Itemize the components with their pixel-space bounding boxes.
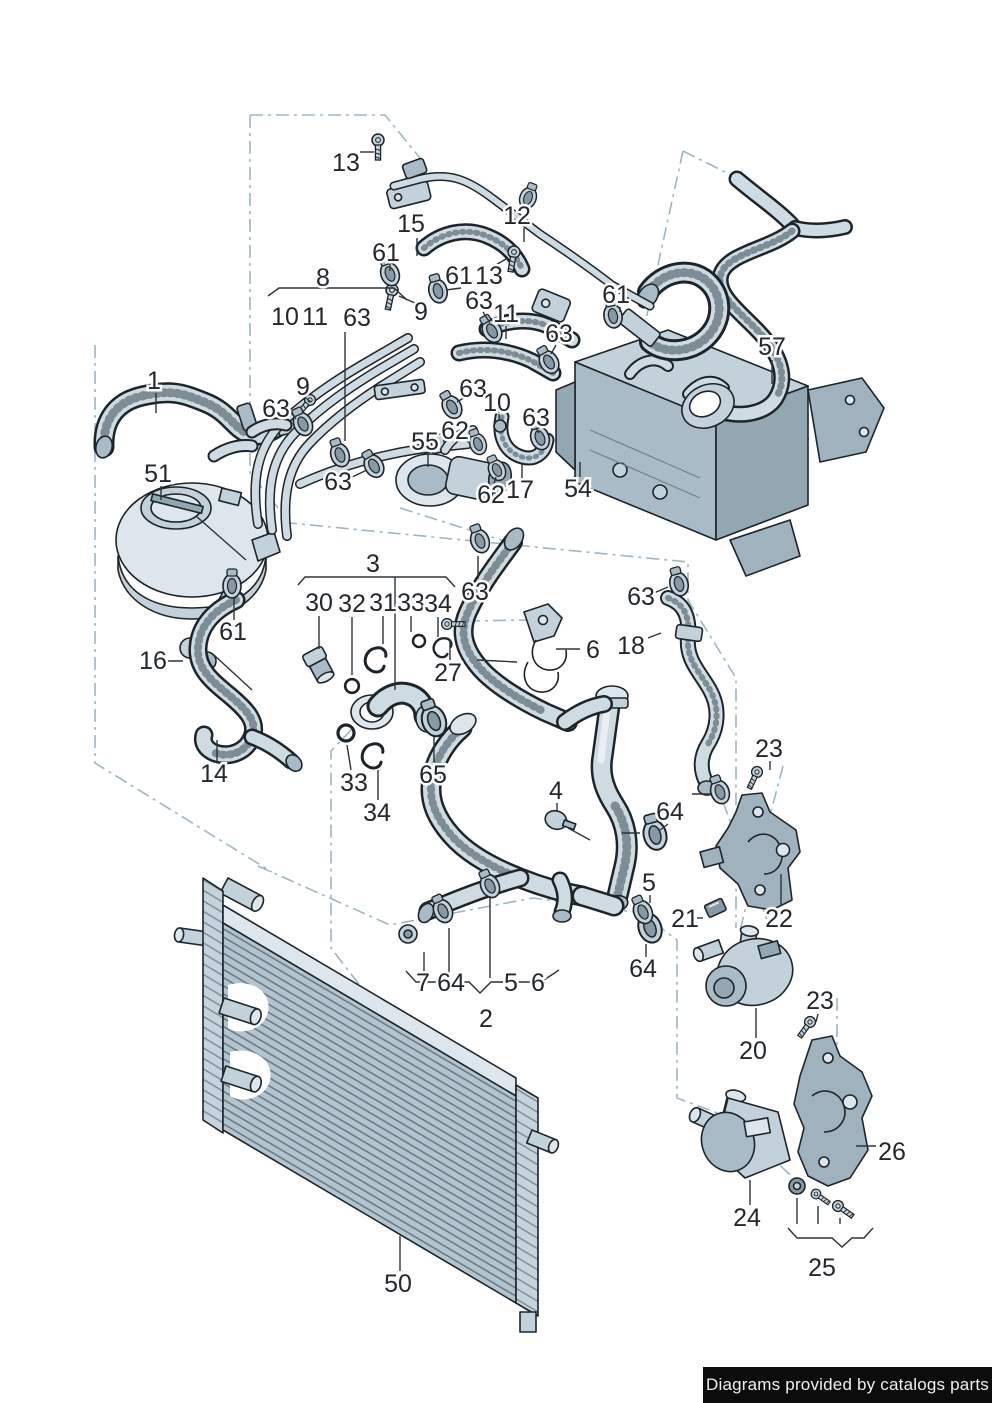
part-label-15-1: 15: [397, 210, 425, 238]
part-label-6-56: 6: [531, 969, 545, 997]
radiator-illustration: [173, 877, 560, 1333]
part-label-62-22: 62: [441, 417, 469, 445]
mounting-bracket-22-illustration: [699, 792, 801, 911]
part-label-7-53: 7: [416, 969, 430, 997]
part-label-31-34: 31: [369, 589, 397, 617]
part-label-2-57: 2: [479, 1005, 493, 1033]
part-label-5-49: 5: [642, 869, 656, 897]
part-label-16-38: 16: [139, 647, 167, 675]
hose-15-illustration: [415, 223, 531, 278]
hose-18-illustration: [660, 590, 734, 808]
part-label-61-4: 61: [445, 262, 473, 290]
part-label-11-13: 11: [493, 300, 519, 328]
retainer-bracket-6-illustration: [476, 603, 568, 693]
part-label-11-9: 11: [302, 303, 328, 331]
engine-block-illustration: [555, 329, 885, 577]
part-label-10-20: 10: [483, 389, 511, 417]
part-label-61-3: 61: [372, 239, 400, 267]
watermark-text: Diagrams provided by catalogs parts: [706, 1375, 989, 1394]
part-label-63-19: 63: [459, 375, 487, 403]
part-label-26-60: 26: [878, 1138, 906, 1166]
part-label-62-26: 62: [477, 481, 505, 509]
part-label-22-51: 22: [765, 905, 793, 933]
part-label-65-45: 65: [419, 761, 447, 789]
part-label-3-29: 3: [366, 550, 380, 578]
part-label-64-48: 64: [656, 798, 684, 826]
hose-57-illustration: [636, 170, 853, 429]
part-label-63-25: 63: [324, 468, 352, 496]
part-label-34-36: 34: [424, 590, 452, 618]
coolant-pipe-12-illustration: [386, 157, 661, 347]
part-label-21-50: 21: [671, 905, 699, 933]
rubber-buffer-21-illustration: [703, 897, 727, 918]
mounting-bracket-26-illustration: [793, 1035, 873, 1187]
part-label-13-0: 13: [332, 149, 360, 177]
part-label-63-10: 63: [343, 304, 371, 332]
leader-lines: [155, 151, 876, 1271]
aux-water-pump-20-illustration: [692, 925, 794, 1007]
part-label-50-63: 50: [384, 1270, 412, 1298]
hose-clamps-illustration: [222, 180, 692, 947]
part-label-1-16: 1: [147, 367, 161, 395]
part-label-5-55: 5: [504, 969, 518, 997]
hose-14-illustration: [188, 590, 303, 773]
part-label-51-24: 51: [144, 460, 172, 488]
hose-assembly-2-illustration: [417, 527, 638, 924]
part-label-64-54: 64: [437, 969, 465, 997]
part-label-9-11: 9: [414, 298, 428, 326]
fasteners-25-illustration: [788, 1177, 857, 1222]
part-label-17-27: 17: [506, 476, 534, 504]
part-label-6-40: 6: [586, 636, 600, 664]
part-label-34-44: 34: [363, 799, 391, 827]
part-label-54-28: 54: [564, 475, 592, 503]
part-label-24-61: 24: [733, 1204, 761, 1232]
part-label-63-31: 63: [627, 583, 655, 611]
part-label-64-52: 64: [629, 955, 657, 983]
part-label-12-2: 12: [503, 202, 531, 230]
part-label-20-58: 20: [739, 1037, 767, 1065]
part-label-33-43: 33: [340, 769, 368, 797]
part-label-4-46: 4: [549, 777, 563, 805]
part-label-63-30: 63: [461, 578, 489, 606]
part-label-33-35: 33: [397, 589, 425, 617]
aux-water-pump-24-illustration: [688, 1089, 791, 1179]
part-label-10-8: 10: [271, 303, 299, 331]
part-label-61-37: 61: [219, 618, 247, 646]
part-label-63-21: 63: [522, 404, 550, 432]
part-label-14-42: 14: [200, 760, 228, 788]
part-label-8-6: 8: [316, 264, 330, 292]
part-label-63-14: 63: [545, 320, 573, 348]
part-label-63-18: 63: [262, 395, 290, 423]
part-label-57-15: 57: [758, 333, 786, 361]
part-label-25-62: 25: [808, 1254, 836, 1282]
part-label-55-23: 55: [411, 428, 439, 456]
part-label-61-7: 61: [602, 281, 630, 309]
part-label-63-12: 63: [465, 287, 493, 315]
part-label-23-47: 23: [755, 735, 783, 763]
part-label-32-33: 32: [338, 590, 366, 618]
part-label-9-17: 9: [296, 373, 310, 401]
part-label-30-32: 30: [305, 589, 333, 617]
part-label-27-41: 27: [434, 659, 462, 687]
watermark-bar: Diagrams provided by catalogs parts: [703, 1367, 992, 1403]
part-label-13-5: 13: [475, 262, 503, 290]
part-label-23-59: 23: [806, 987, 834, 1015]
part-label-18-39: 18: [617, 632, 645, 660]
